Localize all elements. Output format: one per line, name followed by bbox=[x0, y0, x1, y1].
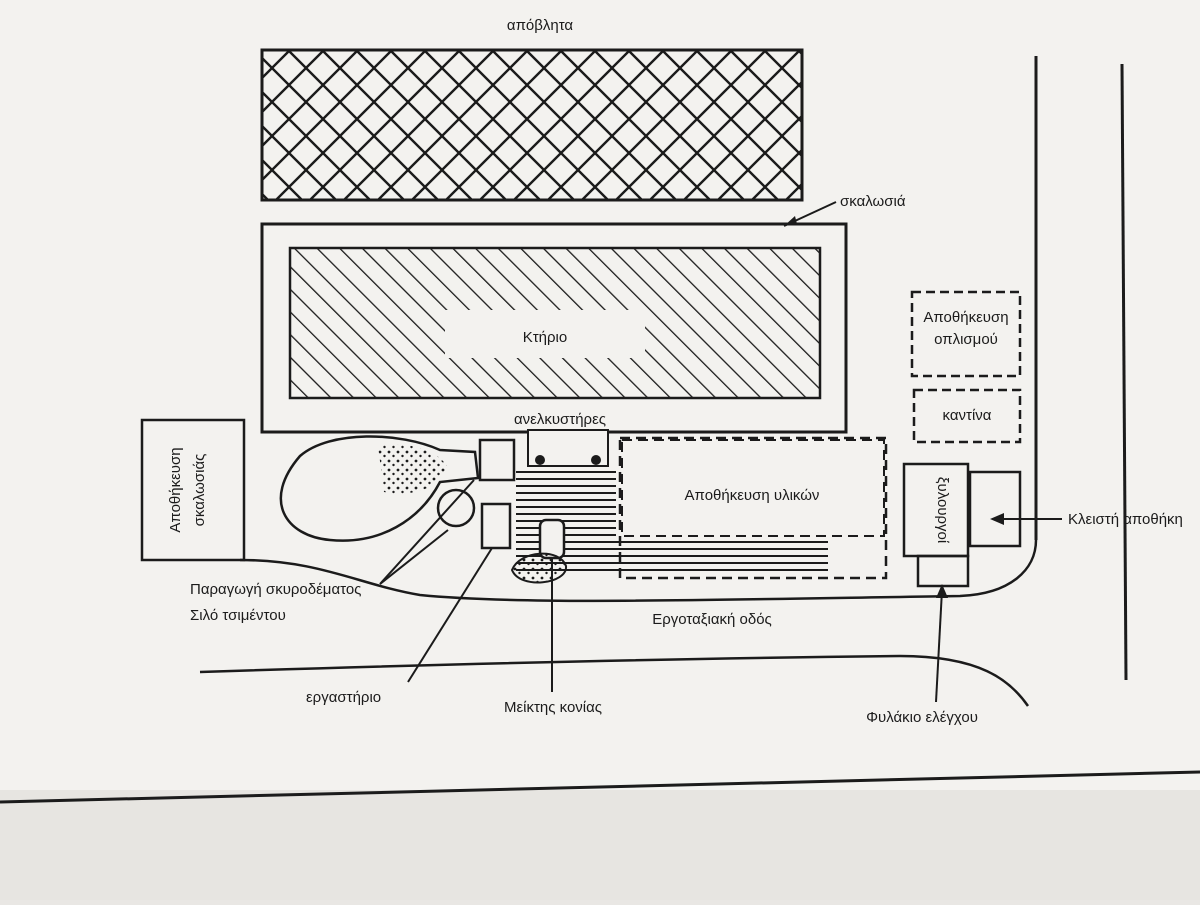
rebar-storage bbox=[910, 290, 1022, 378]
label-waste: απόβλητα bbox=[507, 17, 574, 34]
street-edge-outer bbox=[1120, 63, 1128, 681]
label-workshop: εργαστήριο bbox=[306, 689, 381, 706]
label-canteen: καντίνα bbox=[943, 407, 992, 424]
label-site-road: Εργοταξιακή οδός bbox=[652, 611, 772, 628]
canteen bbox=[912, 388, 1022, 444]
label-guard-booth: Φυλάκιο ελέγχου bbox=[866, 709, 978, 726]
leader-workshop bbox=[407, 547, 493, 683]
elevator-pulley-right bbox=[591, 455, 601, 465]
label-scaffold-storage-2: σκαλωσιάς bbox=[191, 454, 208, 527]
label-concrete-production: Παραγωγή σκυροδέματος bbox=[190, 581, 361, 598]
label-rebar-storage-1: Αποθήκευση bbox=[923, 309, 1008, 326]
materials-storage bbox=[618, 436, 888, 580]
concrete-mixer-unit bbox=[478, 438, 516, 482]
workshop bbox=[480, 502, 512, 550]
label-carpenters: ξυλουργοί bbox=[934, 477, 951, 544]
leader-guard-booth bbox=[935, 589, 943, 703]
guard-booth-arrowhead bbox=[936, 584, 948, 598]
guard-booth bbox=[916, 554, 970, 588]
mortar-mixer bbox=[538, 518, 566, 560]
materials-storage-inner bbox=[621, 439, 885, 537]
scaffold-storage bbox=[140, 418, 246, 562]
waste-area bbox=[260, 48, 804, 202]
label-mortar-mixer: Μείκτης κονίας bbox=[504, 699, 602, 716]
site-road-outline bbox=[239, 539, 1038, 603]
leader-concrete-production bbox=[379, 529, 449, 585]
label-scaffold-storage-1: Αποθήκευση bbox=[167, 447, 184, 532]
label-building: Κτήριο bbox=[523, 329, 567, 346]
closed-storage-arrowhead bbox=[990, 513, 1004, 525]
aggregate-texture bbox=[378, 444, 448, 494]
label-scaffolding: σκαλωσιά bbox=[840, 193, 906, 210]
leader-cement-silo bbox=[379, 479, 475, 585]
elevator-pulley-left bbox=[535, 455, 545, 465]
label-cement-silo: Σιλό τσιμέντου bbox=[190, 607, 286, 624]
page-shadow bbox=[0, 790, 1200, 900]
building-label-box bbox=[445, 310, 645, 358]
label-rebar-storage-2: οπλισμού bbox=[934, 331, 998, 348]
main-road bbox=[199, 654, 1030, 707]
aggregate-pile bbox=[279, 435, 480, 542]
page-bottom-rule bbox=[0, 770, 1200, 804]
label-materials-storage: Αποθήκευση υλικών bbox=[685, 487, 820, 504]
label-elevators: ανελκυστήρες bbox=[514, 411, 606, 428]
carpenters-annex bbox=[968, 470, 1022, 548]
cement-silo bbox=[436, 488, 476, 528]
material-yard-strip bbox=[560, 540, 828, 576]
